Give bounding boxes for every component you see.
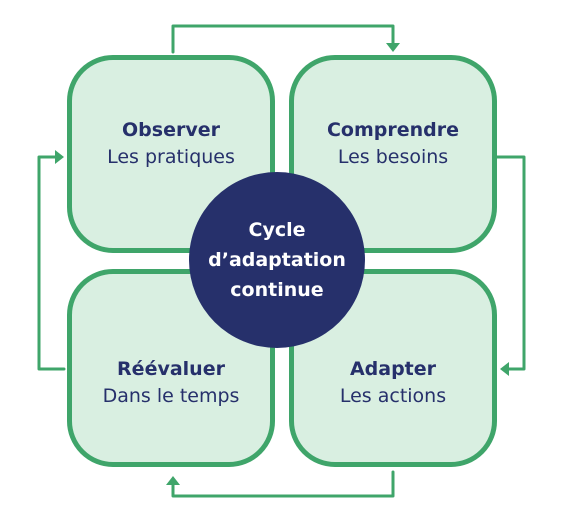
tile-subtitle: Les actions: [339, 385, 447, 407]
tile-title: Observer: [122, 119, 220, 141]
arrowhead-down-icon: [386, 43, 400, 52]
tile-title: Adapter: [349, 358, 437, 380]
arrow-observer-to-comprendre: [171, 24, 395, 54]
tile-subtitle: Dans le temps: [102, 385, 240, 407]
tile-reevaluer: Réévaluer Dans le temps: [67, 269, 275, 467]
center-label-line: d’adaptation: [208, 249, 346, 271]
tile-title: Comprendre: [326, 119, 460, 141]
center-label-line: Cycle: [248, 219, 306, 241]
arrowhead-left-icon: [500, 362, 509, 376]
center-label-line: continue: [230, 279, 324, 301]
arrow-reevaluer-to-observer: [37, 155, 66, 371]
tile-observer: Observer Les pratiques: [67, 55, 275, 253]
tile-title: Réévaluer: [117, 358, 225, 380]
center-circle: Cycle d’adaptation continue: [189, 172, 365, 348]
arrow-adapter-to-reevaluer: [171, 470, 395, 498]
arrowhead-up-icon: [166, 476, 180, 485]
arrow-comprendre-to-adapter: [495, 155, 526, 371]
tile-subtitle: Les pratiques: [107, 146, 235, 168]
arrowhead-right-icon: [55, 150, 64, 164]
tile-subtitle: Les besoins: [337, 146, 449, 168]
